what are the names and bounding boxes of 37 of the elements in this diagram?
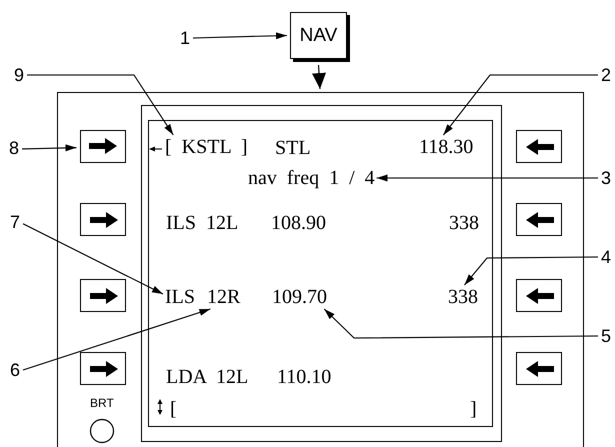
callout-number: 3	[601, 169, 612, 187]
screen-text: ILS 12L	[166, 213, 238, 233]
leader-line	[324, 308, 598, 339]
screen-text: 118.30	[419, 137, 474, 157]
screen-text: ]	[470, 399, 477, 419]
leader-line	[27, 74, 174, 136]
line-select-key	[80, 130, 126, 162]
leader-line	[442, 74, 598, 136]
screen-text: 109.70	[272, 287, 327, 307]
screen-text: 338	[449, 213, 479, 233]
leader-line	[193, 32, 288, 40]
leader-line	[464, 256, 598, 286]
callout-number: 6	[10, 361, 20, 379]
screen-text: 338	[448, 287, 478, 307]
screen-text: nav freq 1 / 4	[248, 168, 375, 188]
callout-number: 1	[180, 29, 190, 47]
leader-line	[22, 144, 77, 152]
leader-line	[22, 223, 164, 294]
screen-text: [	[170, 399, 177, 419]
callout-number: 4	[601, 248, 612, 266]
callout-number: 2	[601, 66, 612, 84]
leader-line	[376, 174, 598, 182]
screen-text: STL	[275, 138, 311, 158]
screen-text: [ KSTL ]	[165, 137, 248, 157]
leader-line	[22, 308, 210, 371]
screen-text: ILS	[165, 287, 195, 307]
knob-label: BRT	[90, 397, 114, 409]
arrow	[312, 64, 326, 90]
screen-text: 12R	[207, 287, 240, 307]
screen-text: LDA 12L	[166, 367, 248, 387]
callout-number: 5	[601, 327, 612, 345]
screen-text: 110.10	[277, 367, 332, 387]
callout-number: 9	[14, 66, 24, 84]
nav-key: NAV	[290, 12, 347, 59]
callout-number: 7	[10, 213, 20, 231]
callout-number: 8	[9, 139, 20, 157]
screen-text: 108.90	[271, 213, 326, 233]
